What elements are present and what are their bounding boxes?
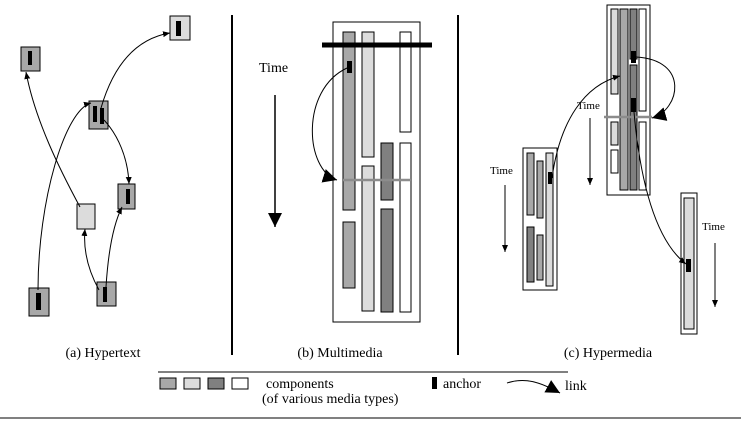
legend-swatch-dark-gray bbox=[207, 377, 225, 390]
legend-link-label: link bbox=[565, 379, 587, 394]
media-component bbox=[610, 149, 619, 174]
media-component bbox=[536, 160, 544, 219]
hypertext-link bbox=[24, 71, 81, 208]
anchor-icon bbox=[548, 172, 552, 184]
multimedia-caption: (b) Multimedia bbox=[297, 346, 383, 361]
legend-components-label: components bbox=[266, 377, 334, 392]
anchor-icon bbox=[631, 51, 636, 63]
hypermedia-panel: Time Time Time bbox=[490, 4, 725, 335]
hypermedia-time-label-left: Time bbox=[490, 165, 513, 177]
media-component bbox=[361, 165, 375, 312]
legend-swatch-white bbox=[231, 377, 249, 390]
media-component bbox=[399, 142, 412, 313]
hypermedia-time-label-right: Time bbox=[702, 221, 725, 233]
hypermedia-link bbox=[551, 74, 621, 179]
legend-swatch-mid-gray bbox=[159, 377, 177, 390]
hypertext-node bbox=[169, 15, 191, 41]
hypertext-panel bbox=[20, 15, 191, 317]
multimedia-panel: Time bbox=[259, 21, 432, 323]
media-component bbox=[545, 152, 554, 287]
anchor-icon bbox=[631, 98, 636, 112]
legend-anchor-icon bbox=[432, 377, 437, 389]
media-component bbox=[619, 8, 629, 191]
media-component bbox=[361, 31, 375, 158]
hypertext-node bbox=[117, 183, 136, 210]
hypertext-link bbox=[37, 101, 92, 291]
multimedia-link bbox=[311, 67, 348, 183]
legend: components (of various media types) anch… bbox=[158, 371, 587, 407]
hypermedia-caption: (c) Hypermedia bbox=[564, 346, 653, 361]
hypertext-node bbox=[76, 203, 96, 230]
media-component bbox=[342, 221, 356, 289]
hypermedia-container-center bbox=[606, 4, 651, 196]
hypertext-node bbox=[88, 100, 109, 130]
hypermedia-link bbox=[635, 56, 676, 121]
media-component bbox=[399, 31, 412, 133]
media-component bbox=[536, 234, 544, 281]
hypertext-link bbox=[81, 228, 100, 291]
media-component bbox=[638, 121, 647, 191]
media-component bbox=[610, 121, 619, 146]
multimedia-time-label: Time bbox=[259, 61, 288, 76]
media-component bbox=[342, 31, 356, 211]
media-component bbox=[380, 142, 394, 201]
legend-link-icon bbox=[506, 379, 561, 394]
anchor-icon bbox=[347, 61, 352, 73]
legend-anchor-label: anchor bbox=[443, 377, 481, 392]
hypertext-node bbox=[20, 46, 41, 72]
media-component bbox=[526, 152, 535, 216]
anchor-icon bbox=[686, 259, 691, 272]
media-component bbox=[629, 64, 638, 191]
legend-components-sublabel: (of various media types) bbox=[262, 392, 399, 407]
hypertext-caption: (a) Hypertext bbox=[65, 346, 140, 361]
hypermedia-container-left bbox=[522, 147, 558, 291]
media-component bbox=[526, 226, 535, 283]
hypertext-link bbox=[100, 31, 171, 109]
hypertext-link bbox=[103, 119, 132, 185]
hypertext-link bbox=[105, 206, 123, 288]
hypermedia-link bbox=[633, 111, 687, 265]
hypertext-node bbox=[28, 287, 50, 317]
media-component bbox=[610, 8, 619, 95]
media-component bbox=[380, 208, 394, 313]
hypermedia-time-label-center: Time bbox=[577, 100, 600, 112]
media-component bbox=[638, 8, 647, 112]
legend-swatch-light-gray bbox=[183, 377, 201, 390]
